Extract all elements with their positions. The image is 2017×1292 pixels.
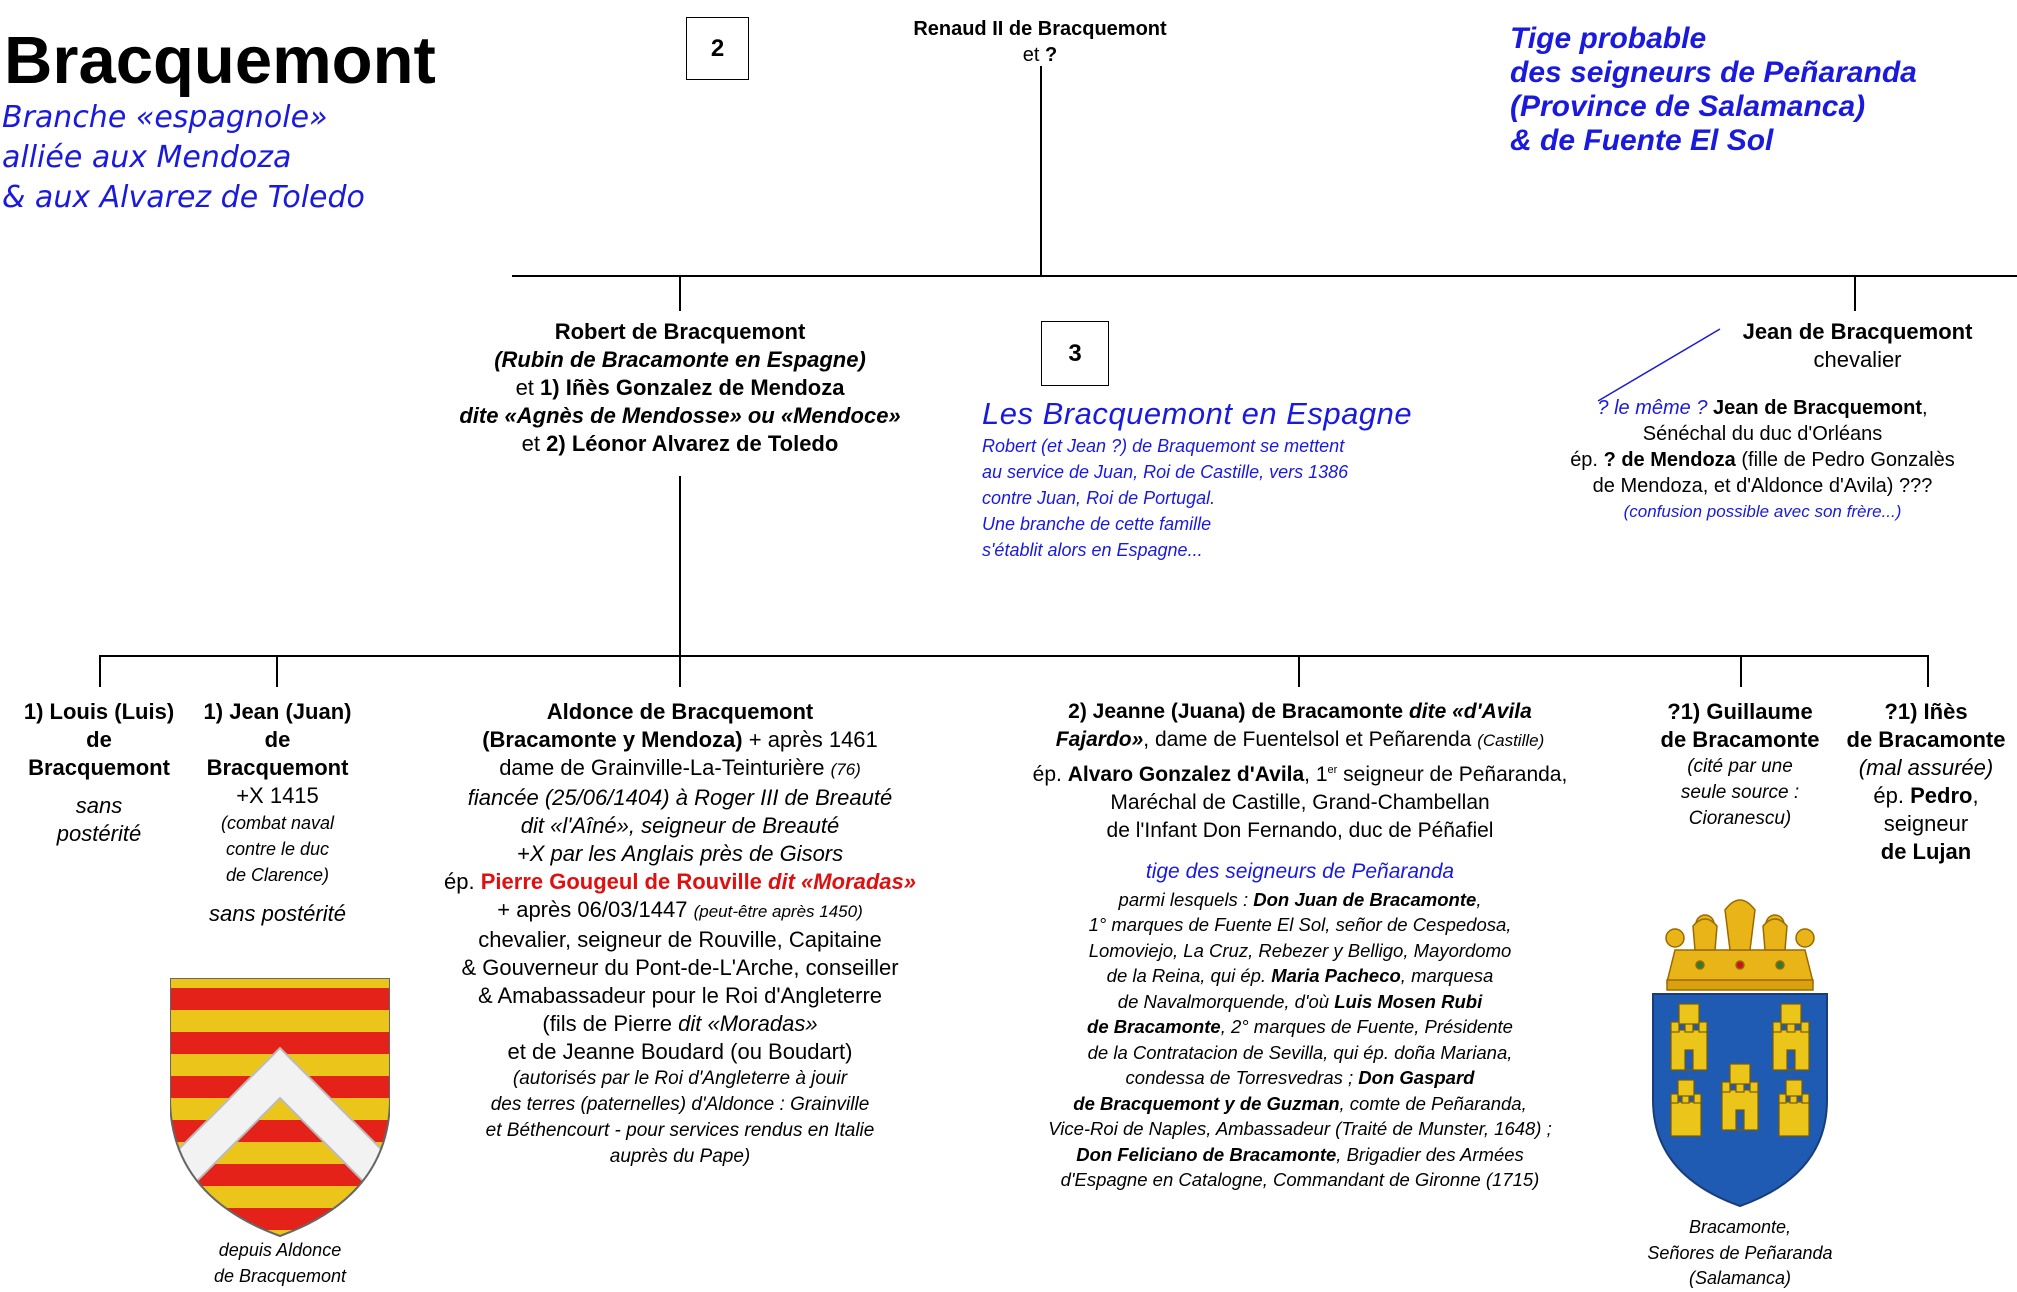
robert-drop-line <box>679 275 681 311</box>
tower-3 <box>1721 1063 1759 1131</box>
jean-sr-name: Jean de Bracquemont <box>1742 319 1973 344</box>
louis-name: 1) Louis (Luis) <box>23 699 175 724</box>
renaud-descent-line <box>1040 66 1042 276</box>
tige-probable-heading: Tige probable des seigneurs de Peñaranda… <box>1510 22 1917 157</box>
jean-sr-drop-line <box>1854 275 1856 311</box>
jeanne-tige-heading: tige des seigneurs de Peñaranda <box>1145 860 1455 884</box>
bracamonte-penaranda-coat-of-arms <box>1652 899 1828 1208</box>
jeanne-drop-line <box>1298 655 1300 687</box>
ines-drop-line <box>1927 655 1929 687</box>
renaud-spouse: ? <box>1045 44 1058 66</box>
robert-block: Robert de Bracquemont (Rubin de Bracamon… <box>380 318 980 458</box>
guillaume-block: ?1) Guillaume de Bracamonte (cité par un… <box>1640 698 1840 832</box>
gen2-horizontal-line <box>512 275 2017 277</box>
tower-5 <box>1778 1079 1810 1137</box>
renaud-name: Renaud II de Bracquemont <box>913 18 1167 40</box>
marquis-crown <box>1665 899 1815 991</box>
robert-alias: (Rubin de Bracamonte en Espagne) <box>494 347 866 372</box>
robert-spouse-2: 2) Léonor Alvarez de Toledo <box>546 431 839 456</box>
louis-block: 1) Louis (Luis) de Bracquemont sans post… <box>0 698 198 848</box>
spain-note-title: Les Bracquemont en Espagne <box>982 396 1413 431</box>
jean-jr-drop-line <box>276 655 278 687</box>
bracquemont-arms-caption: depuis Aldonce de Bracquemont <box>213 1240 347 1286</box>
tower-2 <box>1772 1003 1810 1071</box>
jeanne-husband: Alvaro Gonzalez d'Avila <box>1067 762 1305 786</box>
tower-4 <box>1670 1079 1702 1137</box>
ines-block: ?1) Iñès de Bracamonte (mal assurée) ép.… <box>1835 698 2017 866</box>
robert-spouse-1-alias: dite «Agnès de Mendosse» ou «Mendoce» <box>459 403 901 428</box>
tower-1 <box>1670 1003 1708 1071</box>
generation-3-box: 3 <box>1041 321 1109 386</box>
spain-note: Les Bracquemont en Espagne Robert (et Je… <box>982 395 1502 563</box>
jean-jr-block: 1) Jean (Juan) de Bracquemont +X 1415 (c… <box>185 698 370 928</box>
jean-sr-identity-note: ? le même ? Jean de Bracquemont, Sénécha… <box>1570 397 1955 521</box>
robert-name: Robert de Bracquemont <box>554 319 806 344</box>
robert-spouse-1: 1) Iñès Gonzalez de Mendoza <box>540 375 845 400</box>
jeanne-block: 2) Jeanne (Juana) de Bracamonte dite «d'… <box>985 698 1615 1193</box>
robert-descent-line <box>679 476 681 656</box>
bracquemont-coat-of-arms <box>170 978 390 1238</box>
aldonce-drop-line <box>679 655 681 687</box>
jean-jr-name: 1) Jean (Juan) <box>203 699 352 724</box>
aldonce-name: Aldonce de Bracquemont <box>546 699 814 724</box>
jeanne-name: 2) Jeanne (Juana) de Bracamonte <box>1068 700 1404 723</box>
louis-drop-line <box>99 655 101 687</box>
aldonce-block: Aldonce de Bracquemont (Bracamonte y Men… <box>410 698 950 1170</box>
renaud-block: Renaud II de Bracquemont et ? <box>840 16 1240 68</box>
bracamonte-arms-caption: Bracamonte, Señores de Peñaranda (Salama… <box>1647 1217 1833 1288</box>
family-title: Bracquemont <box>4 23 436 98</box>
generation-2-box: 2 <box>686 17 749 80</box>
guillaume-drop-line <box>1740 655 1742 687</box>
branch-subtitle: Branche «espagnole» alliée aux Mendoza &… <box>2 100 365 215</box>
guillaume-name: ?1) Guillaume <box>1667 699 1813 724</box>
jean-sr-block: Jean de Bracquemont chevalier <box>1700 318 2015 374</box>
ines-name: ?1) Iñès <box>1884 699 1968 724</box>
identity-link-line <box>1597 328 1721 402</box>
gen3-horizontal-line <box>99 655 1929 657</box>
aldonce-husband: Pierre Gougeul de Rouville <box>480 869 762 894</box>
